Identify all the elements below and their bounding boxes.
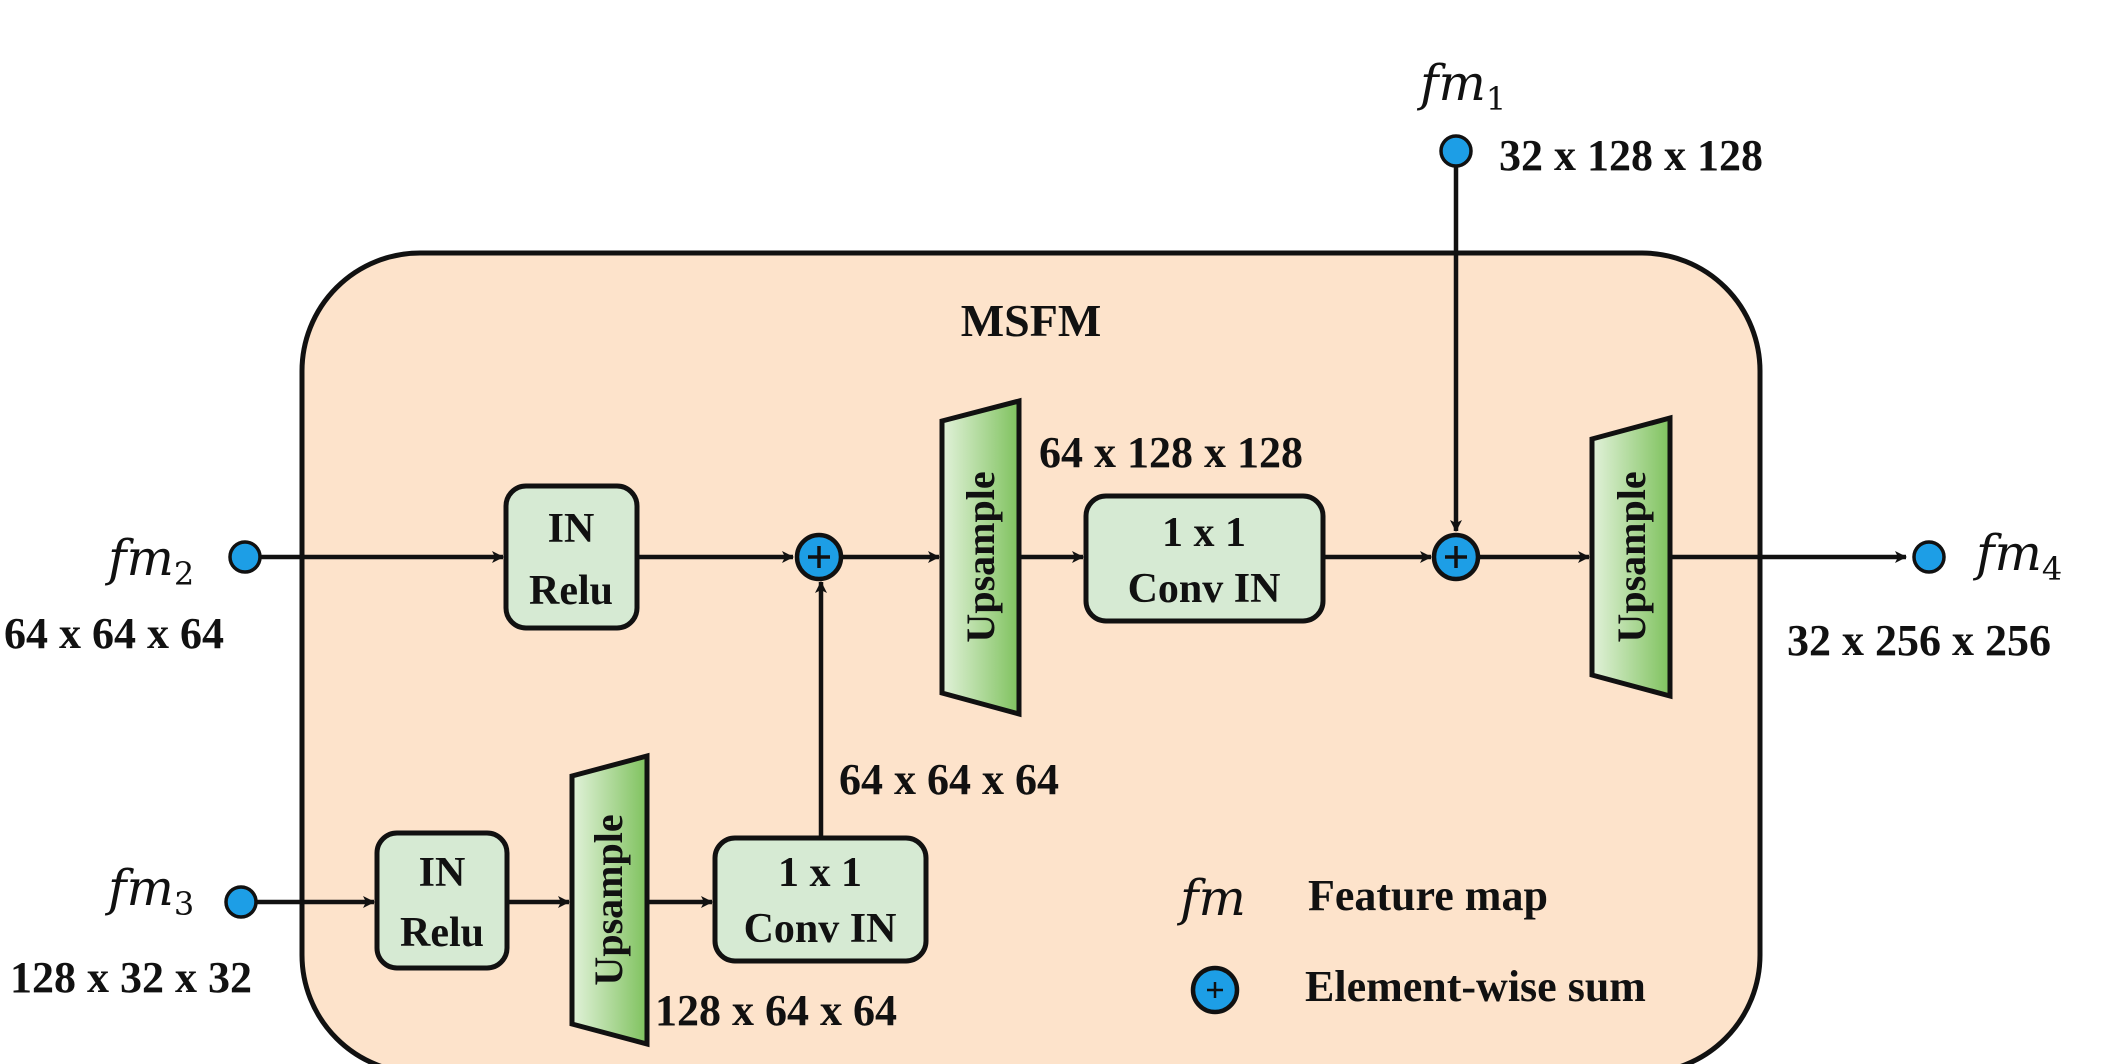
upsample-right-label: Upsample — [1609, 471, 1654, 642]
fm1-dims: 32 x 128 x 128 — [1499, 131, 1763, 180]
in-relu-bottom-line2: Relu — [400, 910, 484, 956]
in-relu-block-top: IN Relu — [503, 483, 640, 631]
legend-fm-symbol: fm — [1176, 869, 1246, 927]
conv-top-line1: 1 x 1 — [1162, 510, 1246, 556]
fm4-subscript: 4 — [2042, 550, 2062, 588]
upsample-bottom-label: Upsample — [586, 814, 631, 985]
fm1-node — [1439, 134, 1473, 168]
in-relu-top-line2: Relu — [529, 568, 613, 614]
fm2-subscript: 2 — [174, 555, 194, 593]
element-wise-sum-node-1 — [794, 532, 844, 582]
fm3-label: fm3 — [104, 859, 194, 923]
in-relu-top-line1: IN — [548, 506, 595, 552]
fm2-dims: 64 x 64 x 64 — [4, 609, 224, 658]
fm2-node — [228, 540, 262, 574]
upsample-block-bottom: Upsample — [569, 752, 650, 1048]
dims-after-upsample-bottom: 128 x 64 x 64 — [655, 986, 897, 1035]
fm4-label: fm4 — [1972, 524, 2062, 588]
fm2-label: fm2 — [104, 529, 194, 593]
in-relu-bottom-line1: IN — [419, 850, 466, 896]
upsample-top-label: Upsample — [958, 471, 1003, 642]
legend-sum-text: Element-wise sum — [1305, 962, 1646, 1011]
fm3-dims: 128 x 32 x 32 — [10, 953, 252, 1002]
fm3-node — [224, 885, 258, 919]
conv-in-block-top: 1 x 1 Conv IN — [1083, 493, 1326, 624]
fm1-label: fm1 — [1416, 54, 1506, 118]
module-title: MSFM — [961, 295, 1102, 346]
conv-top-line2: Conv IN — [1128, 566, 1281, 612]
legend: fm Feature map Element-wise sum — [1176, 869, 1646, 1015]
in-relu-block-bottom: IN Relu — [374, 830, 510, 971]
upsample-block-top: Upsample — [939, 397, 1022, 718]
fm4-dims: 32 x 256 x 256 — [1787, 616, 2051, 665]
fm3-subscript: 3 — [174, 885, 194, 923]
dims-bottom-branch-up: 64 x 64 x 64 — [839, 755, 1059, 804]
legend-sum-icon — [1190, 965, 1240, 1015]
element-wise-sum-node-2 — [1431, 532, 1481, 582]
conv-in-block-bottom: 1 x 1 Conv IN — [712, 835, 929, 964]
fm1-subscript: 1 — [1486, 80, 1506, 118]
fm4-node — [1912, 540, 1946, 574]
msfm-module — [299, 250, 1763, 1064]
legend-fm-text: Feature map — [1308, 871, 1548, 920]
conv-bottom-line2: Conv IN — [744, 906, 897, 952]
dims-after-upsample-top: 64 x 128 x 128 — [1039, 428, 1303, 477]
conv-bottom-line1: 1 x 1 — [778, 850, 862, 896]
upsample-block-right: Upsample — [1589, 414, 1673, 700]
